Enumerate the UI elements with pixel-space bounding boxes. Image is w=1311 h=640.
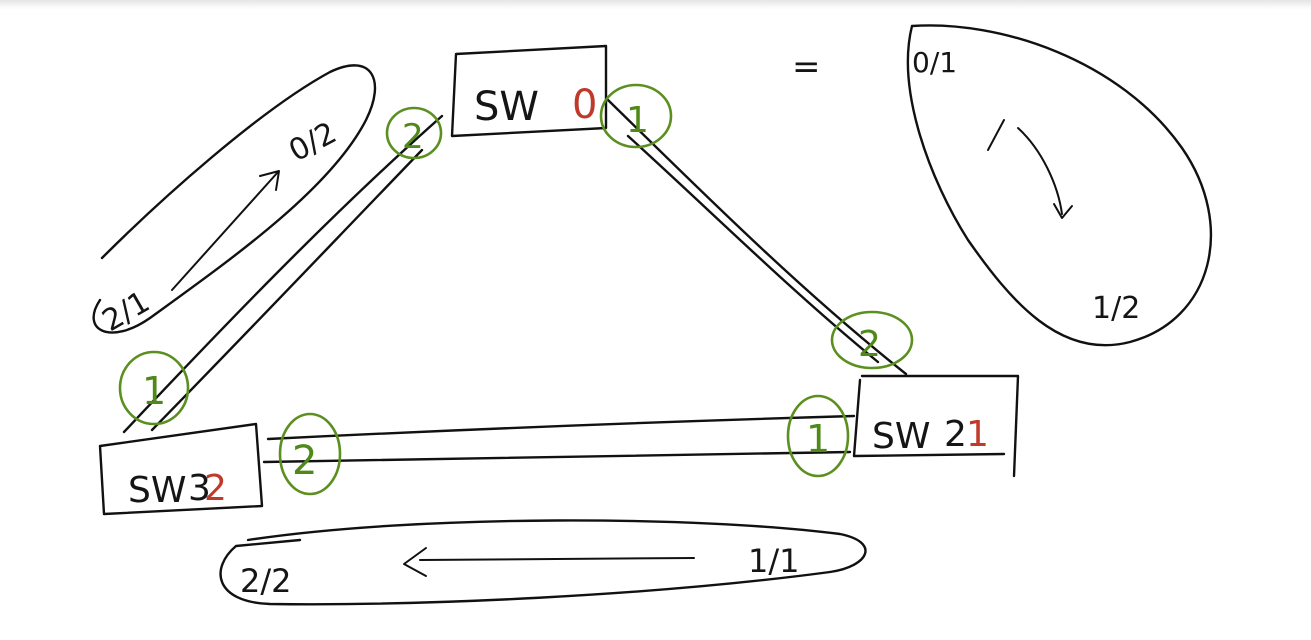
path-left-to: 0/2	[283, 115, 342, 169]
path-bottom-from: 1/1	[748, 542, 800, 580]
path-annotation-right: 0/1 1/2	[906, 24, 1213, 347]
port-mark-sw2-top-value: 1	[142, 369, 166, 413]
path-annotation-left: 2/1 0/2	[92, 64, 377, 339]
switch-sw0-number: 0	[572, 82, 597, 128]
switch-sw1-name: SW	[872, 416, 930, 457]
port-mark-sw2-top: 1	[118, 350, 190, 426]
window-top-shadow	[0, 0, 1311, 10]
svg-text:3: 3	[188, 468, 211, 509]
port-mark-sw1-left: 1	[786, 394, 850, 478]
switch-sw1-number: 1	[966, 414, 989, 455]
switch-sw0: SW 0	[450, 44, 608, 138]
path-annotation-bottom: 1/1 2/2	[219, 519, 867, 606]
svg-text:2: 2	[944, 414, 967, 455]
path-right-to: 1/2	[1092, 291, 1140, 326]
link-sw2-sw0	[122, 114, 444, 434]
switch-sw2: SW 3 2	[98, 422, 264, 516]
port-mark-sw1-top: 2	[830, 310, 914, 370]
port-mark-sw2-right: 2	[278, 412, 342, 496]
port-mark-sw0-right-value: 1	[626, 100, 649, 141]
port-mark-sw1-top-value: 2	[858, 324, 881, 365]
port-mark-sw1-left-value: 1	[806, 417, 830, 461]
path-bottom-to: 2/2	[240, 562, 292, 600]
link-sw0-sw1	[606, 98, 908, 376]
port-mark-sw2-right-value: 2	[292, 438, 317, 484]
port-mark-sw0-left: 2	[385, 106, 443, 160]
path-right-from: 0/1	[912, 46, 957, 79]
switch-sw2-name: SW	[128, 470, 186, 511]
link-sw2-sw1	[262, 414, 856, 464]
equals-sign: =	[792, 47, 821, 87]
switch-sw1: SW 2 1	[852, 374, 1020, 478]
port-mark-sw0-left-value: 2	[402, 117, 424, 157]
port-mark-sw0-right: 1	[599, 83, 673, 149]
switch-sw2-number: 2	[204, 468, 227, 509]
switch-sw0-name: SW	[474, 84, 539, 130]
